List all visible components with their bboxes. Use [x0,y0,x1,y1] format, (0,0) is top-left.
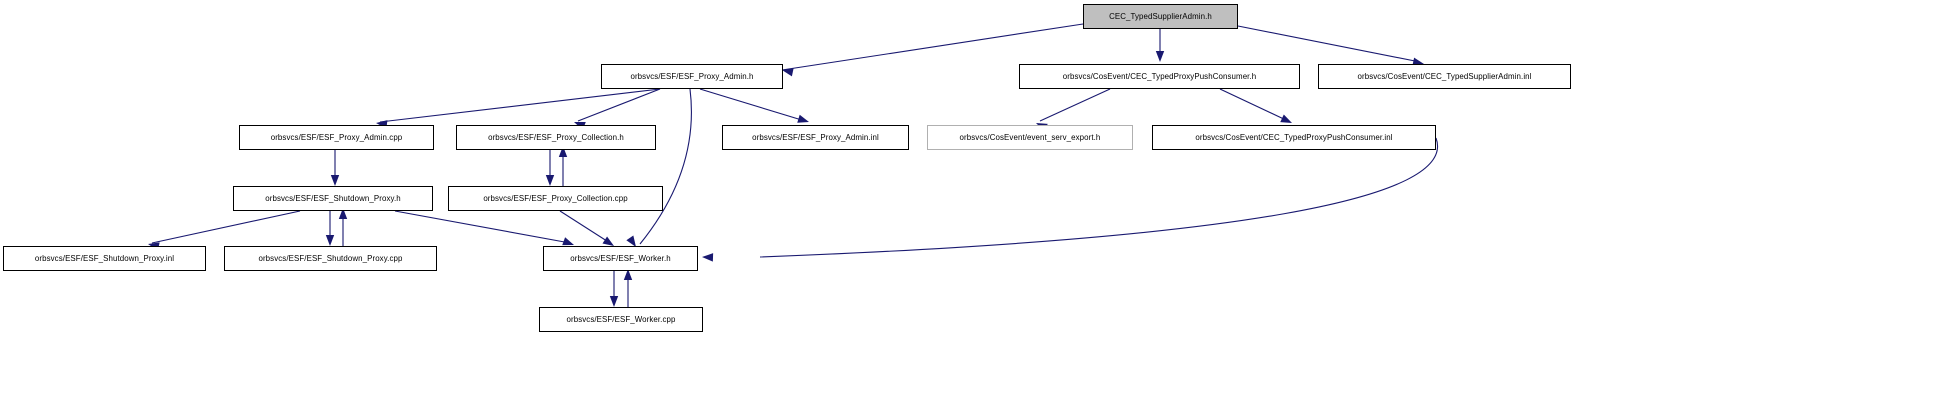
edge-arrowhead [325,235,335,246]
graph-node-cec-typedproxypushconsumer-inl[interactable]: orbsvcs/CosEvent/CEC_TypedProxyPushConsu… [1152,125,1436,150]
graph-node-cec-typedproxypushconsumer-h[interactable]: orbsvcs/CosEvent/CEC_TypedProxyPushConsu… [1019,64,1300,89]
graph-edge-n9-to-n11 [148,210,301,251]
graph-node-esf-proxy-admin-inl[interactable]: orbsvcs/ESF/ESF_Proxy_Admin.inl [722,125,909,150]
graph-node-esf-shutdown-proxy-cpp[interactable]: orbsvcs/ESF/ESF_Shutdown_Proxy.cpp [224,246,437,271]
graph-edge-n1-to-n6 [699,88,809,123]
graph-edge-n2-to-n8 [1219,88,1292,123]
edge-arrowhead [545,175,555,186]
graph-edge-n4-to-n9 [330,150,340,186]
edge-arrowhead [782,68,794,77]
graph-node-esf-proxy-collection-cpp[interactable]: orbsvcs/ESF/ESF_Proxy_Collection.cpp [448,186,663,211]
edge-arrowhead [330,175,340,186]
graph-edge-n1-to-n13 [626,88,692,247]
graph-edge-n5-to-n10 [545,150,555,186]
graph-edge-n1-to-n4 [376,88,661,129]
graph-node-esf-worker-cpp[interactable]: orbsvcs/ESF/ESF_Worker.cpp [539,307,703,332]
graph-node-esf-proxy-admin-cpp[interactable]: orbsvcs/ESF/ESF_Proxy_Admin.cpp [239,125,434,150]
graph-edge-n0-to-n3 [1237,25,1424,66]
graph-node-esf-worker-h[interactable]: orbsvcs/ESF/ESF_Worker.h [543,246,698,271]
edge-arrowhead [609,296,619,307]
graph-edge-n13-to-n14 [609,271,619,307]
edge-arrowhead [1155,51,1165,62]
graph-edge-n9-to-n13 [394,210,574,246]
graph-edge-n0-to-n2 [1155,29,1165,62]
graph-node-esf-proxy-collection-h[interactable]: orbsvcs/ESF/ESF_Proxy_Collection.h [456,125,656,150]
graph-node-event-serv-export-h[interactable]: orbsvcs/CosEvent/event_serv_export.h [927,125,1133,150]
graph-edge-n12-to-n9 [338,208,348,246]
graph-node-esf-shutdown-proxy-inl[interactable]: orbsvcs/ESF/ESF_Shutdown_Proxy.inl [3,246,206,271]
graph-node-cec-typedsupplieradmin-h[interactable]: CEC_TypedSupplierAdmin.h [1083,4,1238,29]
graph-edge-n10-to-n13 [559,210,614,246]
graph-node-cec-typedsupplieradmin-inl[interactable]: orbsvcs/CosEvent/CEC_TypedSupplierAdmin.… [1318,64,1571,89]
graph-edge-n9-to-n12 [325,211,335,246]
edge-arrowhead [702,253,714,262]
graph-node-esf-proxy-admin-h[interactable]: orbsvcs/ESF/ESF_Proxy_Admin.h [601,64,783,89]
graph-edge-n10-to-n5 [558,146,568,186]
graph-edge-n1-to-n5 [574,88,661,130]
graph-node-esf-shutdown-proxy-h[interactable]: orbsvcs/ESF/ESF_Shutdown_Proxy.h [233,186,433,211]
graph-edge-n14-to-n13 [623,269,633,307]
graph-edge-n8-to-n13 [702,137,1439,262]
